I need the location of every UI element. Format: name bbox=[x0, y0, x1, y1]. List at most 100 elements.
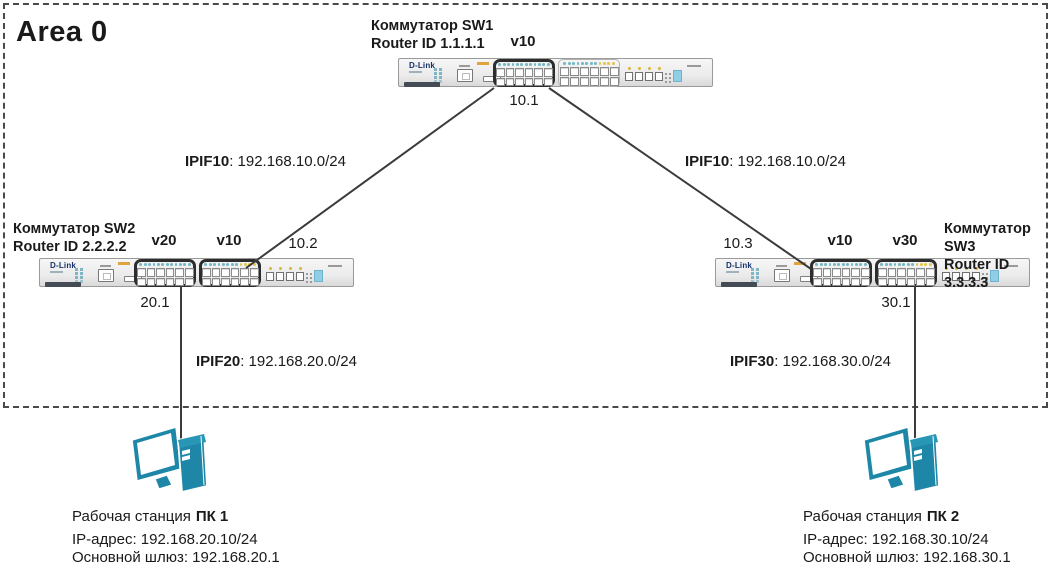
port-led bbox=[598, 62, 602, 65]
port-leds bbox=[878, 263, 934, 266]
rj45-port bbox=[515, 77, 524, 87]
dlink-logo: D-Link bbox=[50, 261, 77, 270]
sw3-interface-10.3: 10.3 bbox=[723, 235, 753, 252]
rj45-ports bbox=[559, 67, 619, 86]
ospf-area-boundary bbox=[3, 3, 1048, 408]
rj45-port bbox=[822, 277, 832, 287]
port-led bbox=[846, 263, 849, 266]
rj45-port bbox=[897, 277, 906, 287]
sfp-slot bbox=[972, 267, 980, 281]
sfp-slot bbox=[635, 67, 643, 81]
port-leds bbox=[813, 263, 869, 266]
rj45-port bbox=[559, 67, 569, 76]
rj45-port bbox=[240, 268, 249, 277]
port-led bbox=[837, 263, 841, 266]
rj45-port bbox=[832, 268, 841, 277]
workstation-icon-pc2 bbox=[863, 426, 940, 493]
sw3-router-id: Router ID 3.3.3.3 bbox=[944, 257, 1010, 291]
stack-id-label bbox=[328, 265, 342, 267]
rj45-port bbox=[146, 268, 156, 277]
port-led bbox=[906, 263, 910, 266]
port-led bbox=[585, 62, 589, 65]
console-port bbox=[98, 269, 114, 282]
port-led bbox=[226, 263, 230, 266]
sw1-vlan-v10-label: v10 bbox=[510, 33, 536, 50]
stack-id-label bbox=[1004, 265, 1018, 267]
rj45-port bbox=[221, 268, 230, 277]
rj45-port bbox=[543, 77, 553, 87]
rj45-ports bbox=[878, 268, 937, 287]
area-title: Area 0 bbox=[16, 16, 108, 48]
link-label-ipif10-left: IPIF10: 192.168.10.0/24 bbox=[185, 153, 346, 170]
port-led bbox=[589, 62, 593, 65]
port-led bbox=[567, 62, 571, 65]
port-led bbox=[607, 62, 611, 65]
rj45-port bbox=[579, 77, 589, 86]
rj45-port bbox=[860, 268, 870, 277]
rj45-port bbox=[599, 77, 609, 86]
port-led bbox=[183, 263, 187, 266]
pc2-ip: IP-адрес: 192.168.30.10/24 bbox=[803, 531, 989, 548]
link-line-sw1-sw3 bbox=[548, 87, 812, 270]
rj45-port bbox=[851, 268, 860, 277]
port-led bbox=[507, 63, 511, 66]
port-led bbox=[520, 63, 524, 66]
port-led bbox=[152, 263, 156, 266]
port-led bbox=[859, 263, 863, 266]
rj45-port bbox=[841, 277, 851, 287]
port-led bbox=[511, 63, 515, 66]
port-led bbox=[880, 263, 884, 266]
port-led bbox=[222, 263, 225, 266]
console-port bbox=[774, 269, 790, 282]
port-led bbox=[889, 263, 893, 266]
port-led bbox=[239, 263, 243, 266]
port-led bbox=[178, 263, 182, 266]
console-label bbox=[100, 265, 111, 267]
rj45-port bbox=[589, 67, 599, 76]
mode-indicator bbox=[794, 262, 806, 265]
dlink-logo: D-Link bbox=[409, 61, 436, 70]
rj45-port bbox=[569, 77, 579, 86]
link-line-sw1-sw2 bbox=[245, 87, 495, 269]
port-led bbox=[217, 263, 221, 266]
mode-indicator bbox=[477, 62, 489, 65]
rj45-port bbox=[156, 268, 165, 277]
link-label-ipif30: IPIF30: 192.168.30.0/24 bbox=[730, 353, 891, 370]
sfp-ports bbox=[266, 267, 304, 281]
rj45-port bbox=[515, 68, 524, 77]
stack-id-display bbox=[990, 270, 999, 282]
sfp-slot bbox=[276, 267, 284, 281]
sw2-port-group-v20 bbox=[134, 259, 196, 287]
port-led bbox=[498, 63, 502, 66]
port-led bbox=[542, 63, 546, 66]
rj45-port bbox=[887, 277, 897, 287]
port-led bbox=[893, 263, 897, 266]
sw3-name: Коммутатор SW3 bbox=[944, 221, 1031, 255]
rj45-port bbox=[609, 77, 619, 86]
rj45-port bbox=[202, 268, 211, 277]
port-led bbox=[546, 63, 550, 66]
sw3-vlan-v10-label: v10 bbox=[827, 232, 853, 249]
dlink-logo: D-Link bbox=[726, 261, 753, 270]
port-led bbox=[924, 263, 928, 266]
rj45-ports bbox=[137, 268, 196, 287]
port-led bbox=[529, 63, 532, 66]
port-led bbox=[148, 263, 152, 266]
port-led bbox=[581, 62, 584, 65]
sw1-name: Коммутатор SW1 bbox=[371, 18, 494, 34]
rj45-port bbox=[599, 67, 609, 76]
rj45-port bbox=[860, 277, 870, 287]
port-led bbox=[819, 263, 823, 266]
rj45-port bbox=[156, 277, 165, 287]
sw3-port-group-v30 bbox=[875, 259, 937, 287]
model-text bbox=[726, 271, 739, 273]
console-port bbox=[457, 69, 473, 82]
port-led bbox=[208, 263, 212, 266]
rj45-port bbox=[569, 67, 579, 76]
rj45-port bbox=[221, 277, 230, 287]
model-text bbox=[50, 271, 63, 273]
port-led bbox=[243, 263, 247, 266]
sw2-name: Коммутатор SW2 bbox=[13, 221, 136, 237]
